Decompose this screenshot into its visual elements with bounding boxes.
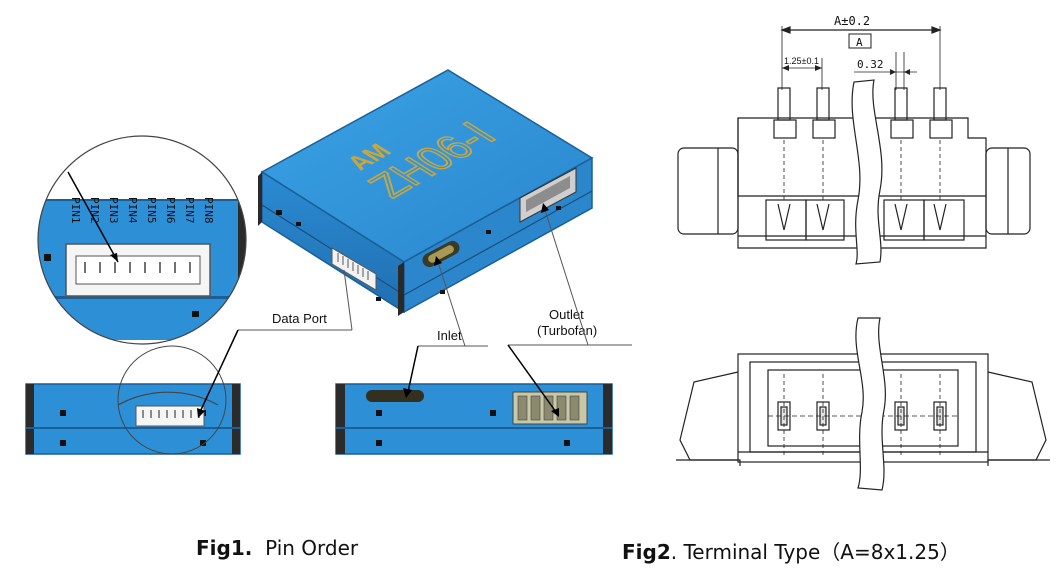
device-inlet <box>422 240 460 268</box>
inlet-slot <box>366 390 424 402</box>
pin-label-8: PIN8 <box>202 197 215 224</box>
front-view-inlet-outlet <box>335 383 613 455</box>
device-data-port <box>331 247 377 291</box>
pin-label-5: PIN5 <box>145 197 158 224</box>
data-port-label: Data Port <box>272 311 327 326</box>
pin-label-4: PIN4 <box>126 197 139 224</box>
dim-a-label: A±0.2 <box>834 14 870 28</box>
fig1-caption-label: Fig1. <box>196 536 253 560</box>
pin-label-6: PIN6 <box>164 197 177 224</box>
outlet-label: Outlet <box>549 307 584 322</box>
device-3d: AM ZH06-Ⅰ <box>258 69 594 316</box>
inlet-label: Inlet <box>437 328 462 343</box>
fig1-caption: Fig1. Pin Order <box>196 536 358 560</box>
terminal-dimension-labels: A±0.2 A 1.25±0.1 0.32 <box>784 14 884 71</box>
terminal-drawing-top <box>677 26 1031 265</box>
fig2-caption-label: Fig2 <box>622 540 671 564</box>
pitch-dim-label: 1.25±0.1 <box>784 56 819 66</box>
pin-label-2: PIN2 <box>88 197 101 224</box>
device-outlet <box>519 167 577 223</box>
pin-label-3: PIN3 <box>107 197 120 224</box>
terminal-drawing-bottom <box>676 317 1050 491</box>
outlet-callout: Outlet (Turbofan) <box>507 203 632 417</box>
front-view-data-port <box>25 345 241 455</box>
outlet-sub-label: (Turbofan) <box>537 323 597 338</box>
pin-labels: PIN1 PIN2 PIN3 PIN4 PIN5 PIN6 PIN7 PIN8 <box>69 197 215 224</box>
pin-zoom-detail: PIN1 PIN2 PIN3 PIN4 PIN5 PIN6 PIN7 PIN8 <box>37 135 247 345</box>
outlet-grille <box>512 391 588 425</box>
pin-width-dim-label: 0.32 <box>857 58 884 71</box>
fig2-caption: Fig2. Terminal Type（A=8x1.25） <box>622 536 960 565</box>
fig1-caption-text: Pin Order <box>265 536 359 560</box>
datum-a-label: A <box>856 36 863 49</box>
inlet-callout: Inlet <box>403 256 488 398</box>
fig2-caption-text: . Terminal Type（A=8x1.25） <box>670 540 960 564</box>
pin-label-7: PIN7 <box>183 197 196 224</box>
pin-label-1: PIN1 <box>69 197 82 224</box>
data-port-callout: Data Port <box>197 269 353 418</box>
